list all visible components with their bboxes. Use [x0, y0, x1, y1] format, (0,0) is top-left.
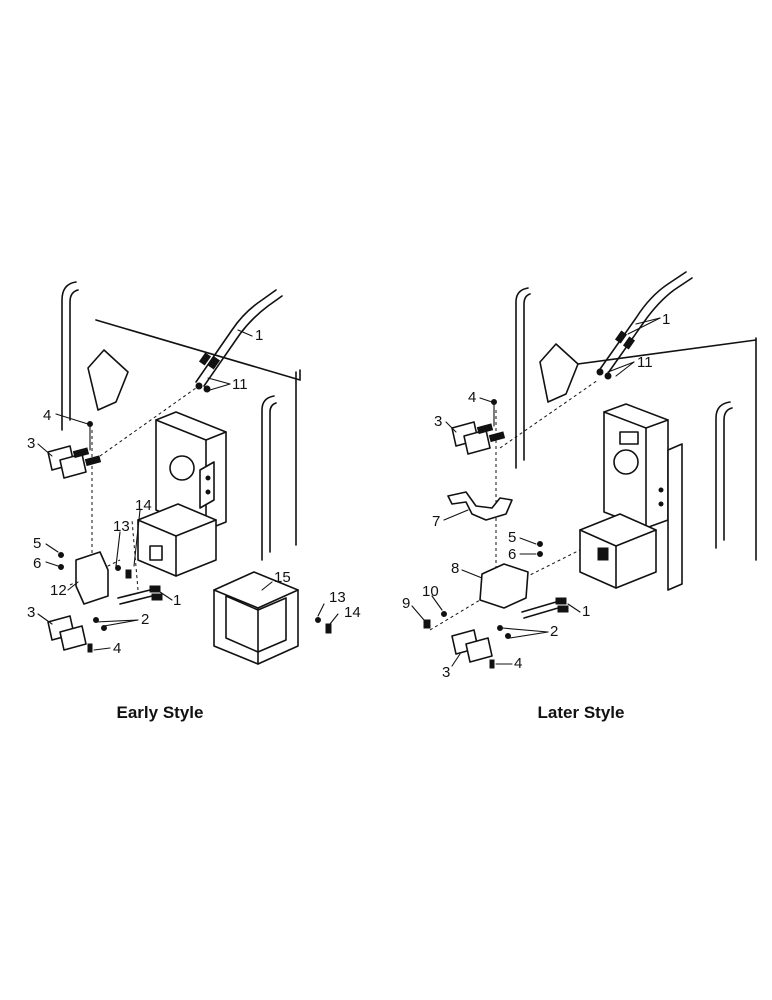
early-label-13-upper: 13 [113, 518, 130, 535]
later-washer-6 [537, 551, 543, 557]
early-spacer-frame [213, 571, 332, 665]
later-label-3-upper: 3 [434, 413, 442, 430]
later-bolt-4-lower [489, 659, 495, 669]
early-label-12: 12 [50, 582, 67, 599]
early-body-outline [61, 281, 301, 561]
early-leader-lines [37, 329, 339, 651]
early-label-1-upper: 1 [255, 327, 263, 344]
later-label-1-lower: 1 [582, 603, 590, 620]
early-label-11: 11 [232, 376, 248, 393]
early-hydraulic-hoses [195, 289, 283, 393]
early-label-14-upper: 14 [135, 497, 152, 514]
early-tower-bracket [137, 411, 227, 577]
early-label-15: 15 [274, 569, 291, 586]
early-label-1-lower: 1 [173, 592, 181, 609]
early-bolt-4-lower [87, 643, 93, 653]
later-bolt-9 [423, 619, 431, 629]
later-label-9: 9 [402, 595, 410, 612]
later-nut-5 [537, 541, 543, 547]
later-label-4-lower: 4 [514, 655, 522, 672]
later-style-assembly: 1 11 4 3 7 5 6 8 10 9 1 2 3 4 Later Styl… [402, 271, 757, 722]
later-couplers-lower [451, 625, 511, 669]
early-washer-6 [58, 564, 64, 570]
later-hoses-lower [521, 597, 569, 619]
early-style-assembly: 1 11 4 3 14 13 5 6 12 1 2 3 4 15 13 14 E… [27, 281, 361, 722]
later-label-11: 11 [637, 354, 653, 371]
early-bolt-14 [125, 569, 132, 579]
early-label-13-lower: 13 [329, 589, 346, 606]
early-label-4-upper: 4 [43, 407, 51, 424]
later-tower-bracket [579, 403, 683, 591]
later-washer-10 [441, 611, 447, 617]
early-label-2: 2 [141, 611, 149, 628]
later-leader-lines [411, 317, 661, 667]
early-couplers-upper [47, 421, 102, 479]
later-label-8: 8 [451, 560, 459, 577]
later-label-7: 7 [432, 513, 440, 530]
later-label-2: 2 [550, 623, 558, 640]
early-style-caption: Early Style [117, 703, 204, 722]
early-couplers-lower [47, 615, 107, 653]
later-body-outline [515, 287, 757, 561]
early-label-5: 5 [33, 535, 41, 552]
early-label-4-lower: 4 [113, 640, 121, 657]
later-label-6: 6 [508, 546, 516, 563]
later-label-3-lower: 3 [442, 664, 450, 681]
early-alignment-lines [69, 387, 197, 600]
later-label-1-upper: 1 [662, 311, 670, 328]
early-washer-13 [115, 565, 121, 571]
later-couplers-upper [451, 399, 506, 455]
early-upper-plate [87, 349, 129, 411]
later-label-5: 5 [508, 529, 516, 546]
early-label-14-lower: 14 [344, 604, 361, 621]
early-label-3-lower: 3 [27, 604, 35, 621]
later-label-4-upper: 4 [468, 389, 476, 406]
early-lower-bracket [75, 551, 109, 605]
later-strap-7 [447, 491, 513, 521]
early-hoses-lower [117, 585, 163, 605]
early-label-3-upper: 3 [27, 435, 35, 452]
later-upper-plate [539, 343, 579, 403]
later-style-caption: Later Style [538, 703, 625, 722]
later-part-labels: 1 11 4 3 7 5 6 8 10 9 1 2 3 4 [402, 311, 670, 681]
early-label-6: 6 [33, 555, 41, 572]
later-bracket-8 [479, 563, 529, 609]
early-nut-5 [58, 552, 64, 558]
early-part-labels: 1 11 4 3 14 13 5 6 12 1 2 3 4 15 13 14 [27, 327, 361, 657]
later-label-10: 10 [422, 583, 439, 600]
